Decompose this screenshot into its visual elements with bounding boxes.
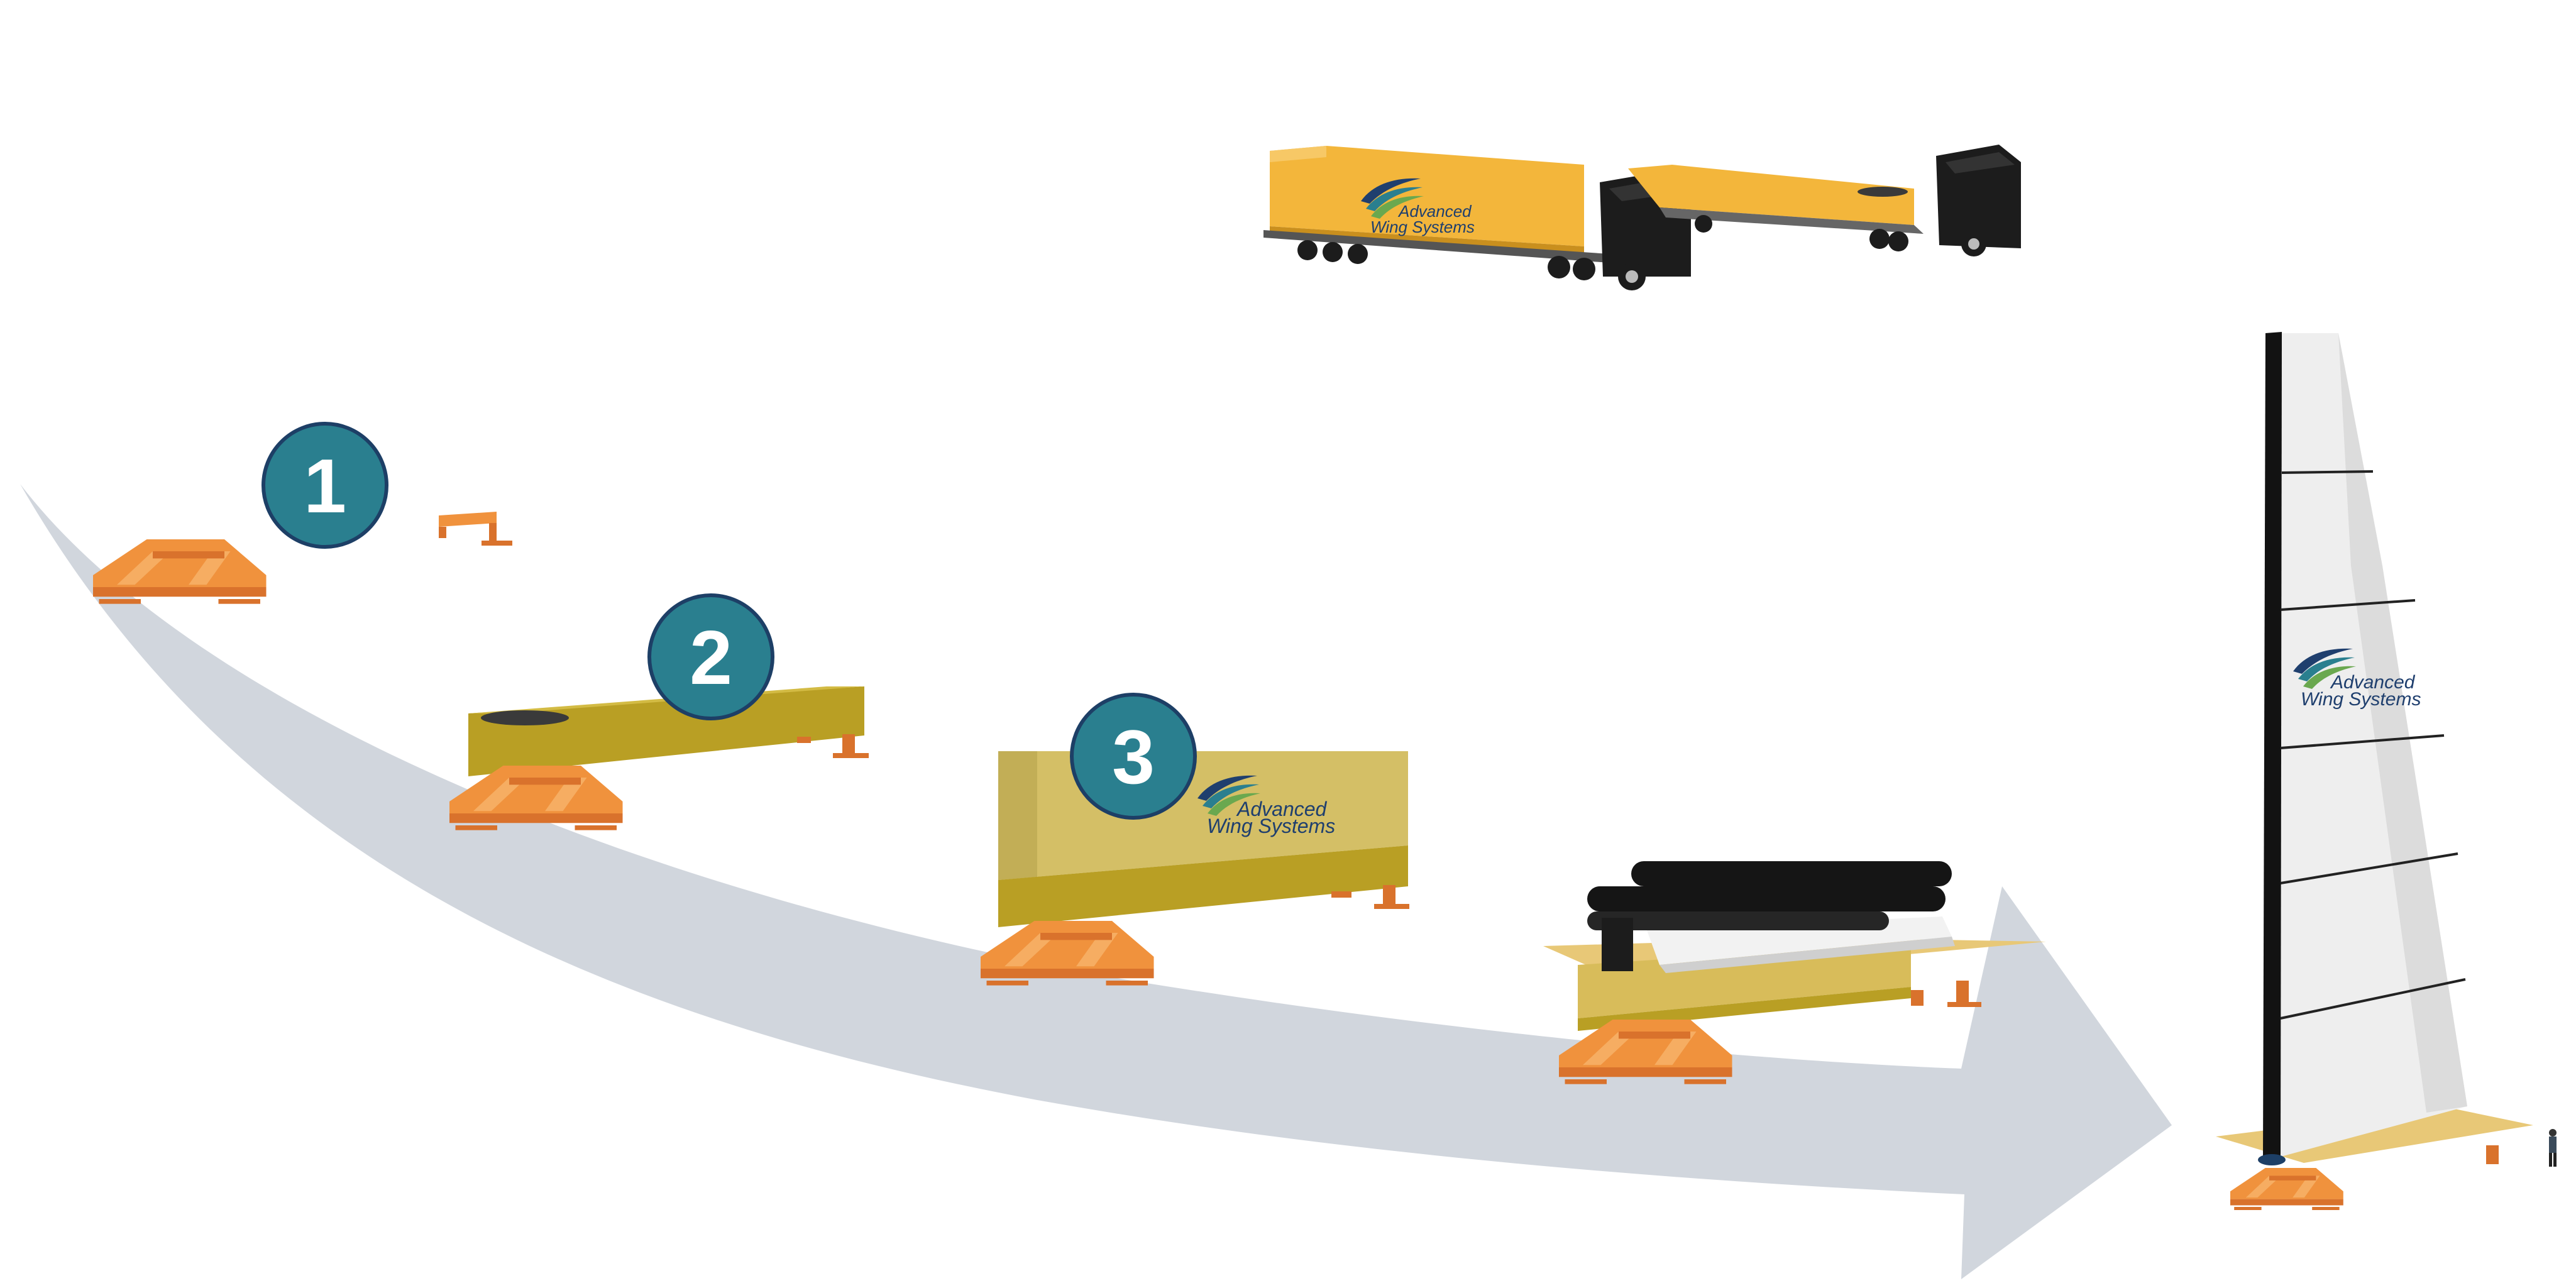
human-scale-figure — [2549, 1129, 2557, 1167]
step-number-2: 2 — [690, 615, 732, 700]
stage-3-enclosed-module: Advanced Wing Systems — [981, 751, 1409, 986]
trailer-logo-line2: Wing Systems — [1370, 217, 1475, 236]
sail-logo-line2: Wing Systems — [2301, 689, 2421, 710]
step-number-3: 3 — [1112, 714, 1155, 800]
erected-wing-sail: Advanced Wing Systems — [2216, 332, 2557, 1210]
step-badge-1: 1 — [261, 422, 388, 549]
stage-1-trestles — [93, 512, 512, 604]
process-arrow — [20, 484, 2172, 1279]
step-badge-3: 3 — [1070, 693, 1197, 820]
stage-2-beam-module — [449, 686, 869, 830]
module-logo-line2: Wing Systems — [1207, 815, 1335, 837]
transport-trucks: Advanced Wing Systems — [1263, 145, 2021, 290]
step-number-1: 1 — [304, 443, 346, 529]
module-logo-line1: Advanced — [1236, 798, 1328, 820]
sail-logo-line1: Advanced — [2330, 672, 2416, 693]
trailer-logo-line1: Advanced — [1397, 202, 1472, 221]
stage-4-opened-crate — [1543, 861, 2046, 1084]
step-badge-2: 2 — [647, 593, 774, 720]
